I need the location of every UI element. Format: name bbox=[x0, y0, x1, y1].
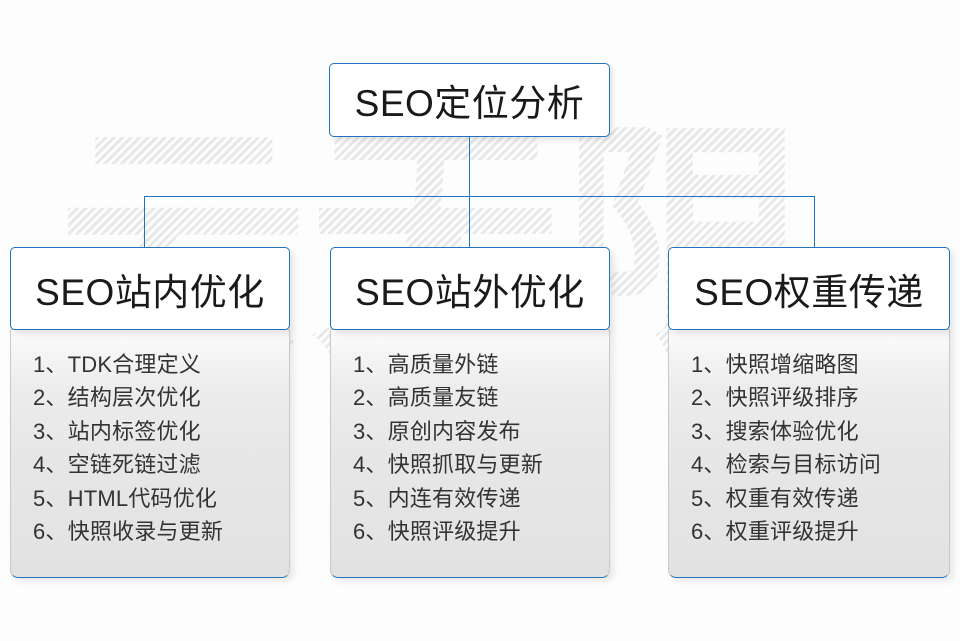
connector-drop-center bbox=[468, 195, 470, 248]
list-item: 6、权重评级提升 bbox=[691, 519, 859, 545]
list-item: 5、内连有效传递 bbox=[353, 485, 521, 511]
column-body-3: 1、快照增缩略图 2、快照评级排序 3、搜索体验优化 4、检索与目标访问 5、权… bbox=[668, 328, 950, 578]
column-list-3: 1、快照增缩略图 2、快照评级排序 3、搜索体验优化 4、检索与目标访问 5、权… bbox=[669, 348, 949, 549]
column-seo-weight-transfer: SEO权重传递 1、快照增缩略图 2、快照评级排序 3、搜索体验优化 4、检索与… bbox=[668, 247, 950, 578]
list-item: 3、搜索体验优化 bbox=[691, 418, 859, 444]
list-item: 3、原创内容发布 bbox=[353, 418, 521, 444]
column-seo-offsite-optimization: SEO站外优化 1、高质量外链 2、高质量友链 3、原创内容发布 4、快照抓取与… bbox=[330, 247, 610, 578]
list-item: 4、检索与目标访问 bbox=[691, 452, 882, 478]
list-item: 2、高质量友链 bbox=[353, 385, 499, 411]
list-item: 5、权重有效传递 bbox=[691, 485, 859, 511]
column-header-3[interactable]: SEO权重传递 bbox=[668, 247, 950, 330]
connector-drop-right bbox=[814, 195, 816, 248]
list-item: 6、快照收录与更新 bbox=[33, 519, 224, 545]
list-item: 5、HTML代码优化 bbox=[33, 485, 218, 511]
column-title-2: SEO站外优化 bbox=[355, 271, 585, 313]
list-item: 4、快照抓取与更新 bbox=[353, 452, 544, 478]
root-node-seo-positioning-analysis[interactable]: SEO定位分析 bbox=[329, 63, 610, 137]
list-item: 4、空链死链过滤 bbox=[33, 452, 201, 478]
list-item: 1、高质量外链 bbox=[353, 351, 499, 377]
connector-drop-left bbox=[144, 195, 146, 248]
list-item: 1、快照增缩略图 bbox=[691, 351, 859, 377]
connector-root-stem bbox=[468, 137, 470, 197]
list-item: 6、快照评级提升 bbox=[353, 519, 521, 545]
list-item: 2、快照评级排序 bbox=[691, 385, 859, 411]
list-item: 3、站内标签优化 bbox=[33, 418, 201, 444]
column-list-2: 1、高质量外链 2、高质量友链 3、原创内容发布 4、快照抓取与更新 5、内连有… bbox=[331, 348, 609, 549]
column-title-3: SEO权重传递 bbox=[694, 271, 924, 313]
column-header-2[interactable]: SEO站外优化 bbox=[330, 247, 610, 330]
root-node-title: SEO定位分析 bbox=[354, 83, 585, 124]
column-body-2: 1、高质量外链 2、高质量友链 3、原创内容发布 4、快照抓取与更新 5、内连有… bbox=[330, 328, 610, 578]
list-item: 1、TDK合理定义 bbox=[33, 351, 202, 377]
column-body-1: 1、TDK合理定义 2、结构层次优化 3、站内标签优化 4、空链死链过滤 5、H… bbox=[10, 328, 290, 578]
list-item: 2、结构层次优化 bbox=[33, 385, 201, 411]
column-title-1: SEO站内优化 bbox=[35, 271, 265, 313]
connector-horizontal-bus bbox=[144, 195, 815, 198]
column-seo-onsite-optimization: SEO站内优化 1、TDK合理定义 2、结构层次优化 3、站内标签优化 4、空链… bbox=[10, 247, 290, 578]
column-header-1[interactable]: SEO站内优化 bbox=[10, 247, 290, 330]
column-list-1: 1、TDK合理定义 2、结构层次优化 3、站内标签优化 4、空链死链过滤 5、H… bbox=[11, 348, 289, 549]
